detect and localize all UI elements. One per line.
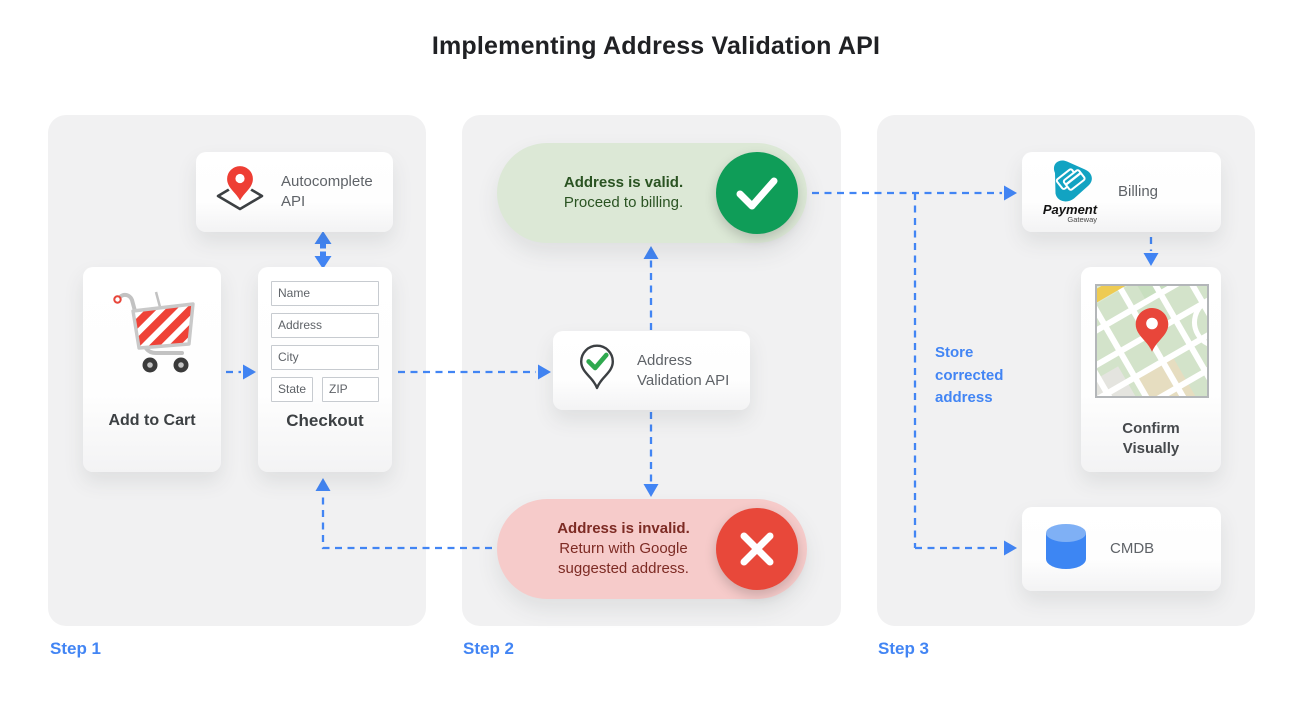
shopping-cart-icon [102,285,202,386]
check-circle-icon [716,152,798,234]
address-valid-pill: Address is valid. Proceed to billing. [497,143,807,243]
cmdb-label: CMDB [1110,540,1155,558]
payment-gateway-icon: Payment Gateway [1037,160,1103,224]
billing-card: Payment Gateway Billing [1022,152,1221,232]
cmdb-card: CMDB [1022,507,1221,591]
x-circle-icon [716,508,798,590]
map-thumbnail [1095,284,1209,398]
map-pin-diamond-icon [212,162,268,223]
map-pin-check-icon [571,340,623,401]
confirm-visually-card: Confirm Visually [1081,267,1221,472]
add-to-cart-card: Add to Cart [83,267,221,472]
checkout-field-zip: ZIP [322,377,379,402]
address-valid-title: Address is valid. [563,173,684,191]
checkout-field-name: Name [271,281,379,306]
step2-label: Step 2 [463,639,515,658]
address-invalid-text: Address is invalid. Return with Google s… [497,519,716,580]
address-valid-subtitle: Proceed to billing. [563,194,684,211]
confirm-visually-label: Confirm Visually [1122,420,1180,458]
checkout-field-state: State [271,377,313,402]
store-corrected-address-note: Store corrected address [935,344,1004,406]
address-validation-api-label: Address Validation API [637,351,730,389]
address-invalid-pill: Address is invalid. Return with Google s… [497,499,807,599]
checkout-field-city: City [271,345,379,370]
address-validation-api-card: Address Validation API [553,331,750,410]
payment-gateway-logo-subtitle: Gateway [1067,214,1097,224]
address-invalid-subtitle: Return with Google suggested address. [558,539,689,578]
step3-label: Step 3 [878,639,930,658]
billing-label: Billing [1118,183,1159,201]
checkout-label: Checkout [286,411,364,430]
address-valid-text: Address is valid. Proceed to billing. [497,173,716,214]
autocomplete-api-label: Autocomplete API [281,173,373,210]
address-invalid-title: Address is invalid. [557,519,690,537]
page-title: Implementing Address Validation API [431,32,881,60]
step1-label: Step 1 [50,639,102,658]
database-icon [1043,522,1089,577]
checkout-card: Name Address City State ZIP Checkout [258,267,392,472]
add-to-cart-label: Add to Cart [108,412,196,429]
checkout-field-address: Address [271,313,379,338]
payment-gateway-logo-title: Payment [1042,201,1098,217]
autocomplete-api-card: Autocomplete API [196,152,393,232]
